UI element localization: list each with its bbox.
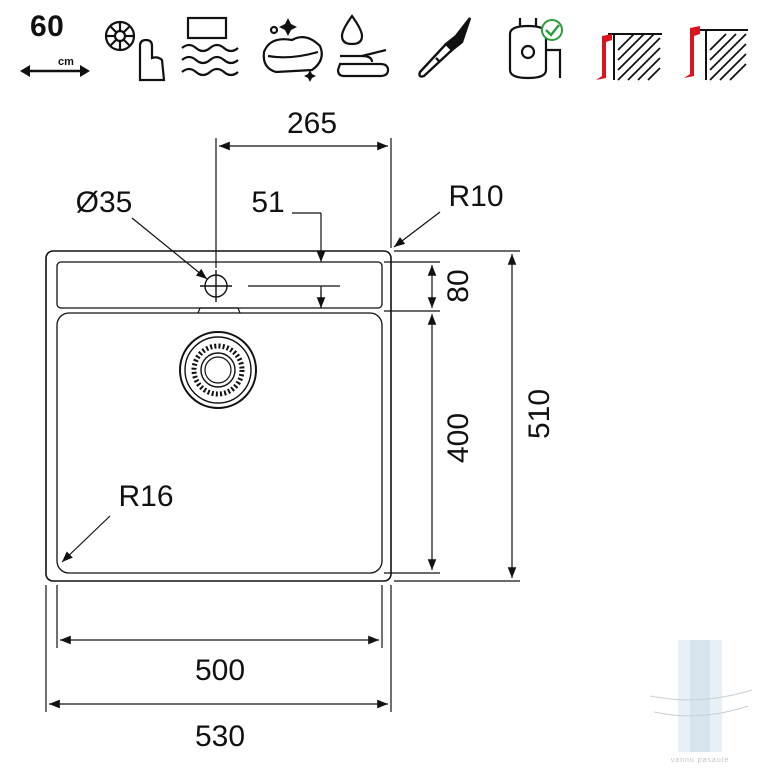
waste-disposer-icon (508, 18, 562, 80)
size-badge-unit: cm (58, 56, 74, 68)
dim-tap-hole: Ø35 (76, 186, 133, 219)
sink-outer-rim (45, 250, 392, 582)
dim-corner-inner: R16 (118, 480, 173, 513)
dim-bowl-width: 500 (195, 654, 245, 687)
dimension-lines (45, 138, 520, 712)
check-mark-icon (541, 19, 563, 41)
overflow-icon (181, 16, 239, 77)
dim-tap-offset: 265 (287, 107, 337, 140)
cleaning-sponge-icon (262, 18, 323, 82)
inset-mount-icon (684, 26, 748, 81)
dim-corner-outer: R10 (448, 180, 503, 213)
soap-hand-icon (336, 14, 390, 78)
feature-icons-bar: 60 cm (0, 0, 767, 90)
dim-ledge-offset: 51 (251, 186, 284, 219)
dim-bowl-depth: 400 (442, 413, 475, 463)
drain-strainer-icon (179, 331, 257, 409)
watermark-logo: vannu pasaule (649, 640, 753, 764)
flush-mount-icon (596, 33, 662, 81)
dim-ledge-depth: 80 (442, 269, 475, 302)
sink-outline (45, 250, 392, 582)
icon-strip-svg (20, 14, 748, 82)
size-badge-value: 60 (30, 10, 65, 43)
tap-ledge (56, 261, 383, 309)
bowl (56, 312, 383, 574)
push-button-drain-icon (104, 20, 166, 82)
watermark-text: vannu pasaule (671, 757, 730, 764)
dim-total-depth: 510 (523, 389, 556, 439)
double-arrow-icon (20, 65, 90, 77)
tap-hole (200, 270, 232, 302)
dim-total-width: 530 (195, 720, 245, 753)
knife-icon (418, 17, 472, 78)
